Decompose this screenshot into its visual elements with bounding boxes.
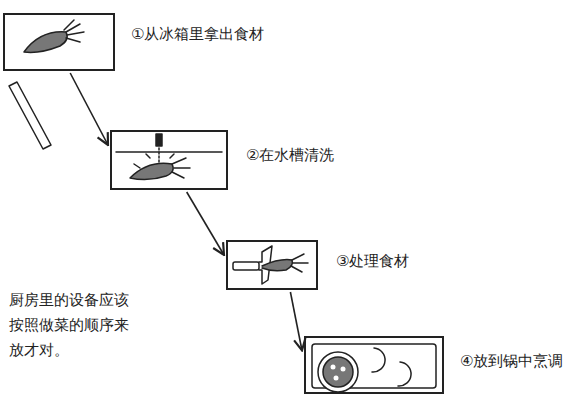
- stove-sketch: [312, 344, 436, 392]
- fridge-door: [9, 82, 51, 149]
- step-caption: ④放到锅中烹调: [460, 352, 563, 370]
- step-caption: ②在水槽清洗: [246, 146, 334, 164]
- sink-sketch: [116, 134, 222, 180]
- flow-arrow: [290, 292, 302, 351]
- sketch-panel: ④放到锅中烹调: [304, 336, 444, 394]
- step-caption: ③处理食材: [336, 252, 409, 270]
- flow-arrow: [187, 192, 224, 255]
- sketch-panel: ①从冰箱里拿出食材: [3, 13, 115, 71]
- sketch-panel: ②在水槽清洗: [110, 130, 228, 190]
- flow-arrow: [70, 73, 108, 145]
- knife-carrot-sketch: [233, 246, 308, 284]
- sketch-panel: ③处理食材: [226, 240, 318, 290]
- carrot-sketch: [24, 20, 84, 52]
- step-caption: ①从冰箱里拿出食材: [131, 25, 264, 43]
- note-text: 厨房里的设备应该按照做菜的顺序来放才对。: [9, 288, 133, 362]
